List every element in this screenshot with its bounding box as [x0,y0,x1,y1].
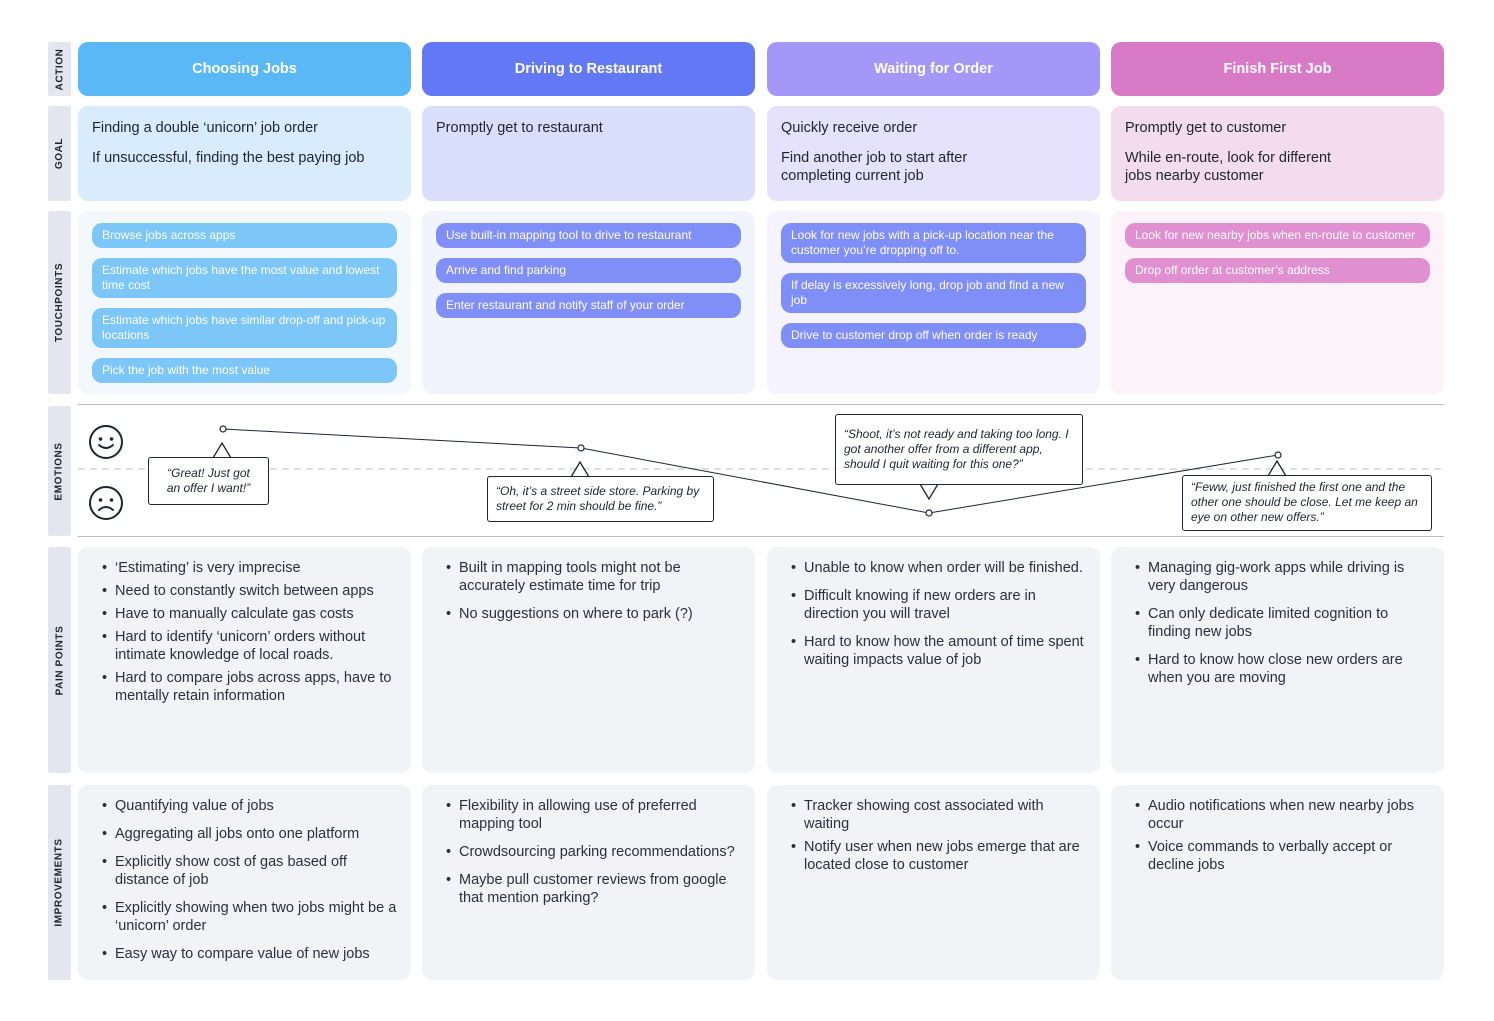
pain-point-item: No suggestions on where to park (?) [444,605,741,623]
touchpoint-pill: Enter restaurant and notify staff of you… [436,293,741,318]
touchpoint-pill: Drop off order at customer’s address [1125,258,1430,283]
pain-points-card-finish-first-job: Managing gig-work apps while driving is … [1111,547,1444,773]
improvements-card-choosing-jobs: Quantifying value of jobs Aggregating al… [78,785,411,980]
improvement-item: Maybe pull customer reviews from google … [444,871,741,907]
sad-face-icon [89,486,123,520]
touchpoint-pill: Estimate which jobs have similar drop-of… [92,308,397,348]
improvements-card-finish-first-job: Audio notifications when new nearby jobs… [1111,785,1444,980]
goal-text: Promptly get to customer [1125,120,1287,136]
improvement-item: Crowdsourcing parking recommendations? [444,843,741,861]
touchpoint-pill: Estimate which jobs have the most value … [92,258,397,298]
improvement-item: Voice commands to verbally accept or dec… [1133,838,1430,874]
pain-point-item: Managing gig-work apps while driving is … [1133,559,1430,595]
action-card-waiting-for-order: Waiting for Order [767,42,1100,96]
improvement-item: Tracker showing cost associated with wai… [789,797,1086,833]
touchpoint-pill: Look for new nearby jobs when en-route t… [1125,223,1430,248]
pain-point-item: Built in mapping tools might not be accu… [444,559,741,595]
touchpoints-card-choosing-jobs: Browse jobs across apps Estimate which j… [78,211,411,394]
happy-face-icon [89,425,123,459]
touchpoint-pill: Look for new jobs with a pick-up locatio… [781,223,1086,263]
touchpoints-card-finish-first-job: Look for new nearby jobs when en-route t… [1111,211,1444,394]
touchpoint-pill: Browse jobs across apps [92,223,397,248]
pain-point-item: Hard to compare jobs across apps, have t… [100,669,397,705]
improvement-item: Easy way to compare value of new jobs [100,945,397,963]
goal-card-choosing-jobs: Finding a double ‘unicorn’ job order If … [78,106,411,201]
row-label-improvements: IMPROVEMENTS [48,785,71,980]
pain-point-item: Hard to identify ‘unicorn’ orders withou… [100,628,397,664]
pain-point-item: Difficult knowing if new orders are in d… [789,587,1086,623]
row-label-touchpoints: TOUCHPOINTS [48,211,71,394]
goal-text: Finding a double ‘unicorn’ job order [92,120,318,136]
improvements-card-waiting-for-order: Tracker showing cost associated with wai… [767,785,1100,980]
pain-point-item: Have to manually calculate gas costs [100,605,397,623]
action-card-finish-first-job: Finish First Job [1111,42,1444,96]
improvement-item: Explicitly show cost of gas based off di… [100,853,397,889]
pain-point-item: Can only dedicate limited cognition to f… [1133,605,1430,641]
emotions-top-divider [78,404,1444,405]
touchpoints-card-waiting-for-order: Look for new jobs with a pick-up locatio… [767,211,1100,394]
goal-card-finish-first-job: Promptly get to customer While en-route,… [1111,106,1444,201]
action-card-driving-to-restaurant: Driving to Restaurant [422,42,755,96]
goal-text: Find another job to start after completi… [781,150,968,184]
pain-points-card-choosing-jobs: ‘Estimating’ is very imprecise Need to c… [78,547,411,773]
pain-points-card-driving-to-restaurant: Built in mapping tools might not be accu… [422,547,755,773]
pain-point-item: Hard to know how the amount of time spen… [789,633,1086,669]
goal-text: While en-route, look for different jobs … [1125,150,1332,184]
pain-points-card-waiting-for-order: Unable to know when order will be finish… [767,547,1100,773]
goal-card-driving-to-restaurant: Promptly get to restaurant [422,106,755,201]
improvement-item: Aggregating all jobs onto one platform [100,825,397,843]
touchpoint-pill: Use built-in mapping tool to drive to re… [436,223,741,248]
goal-text: If unsuccessful, finding the best paying… [92,150,365,166]
emotions-bottom-divider [78,536,1444,537]
improvement-item: Explicitly showing when two jobs might b… [100,899,397,935]
touchpoint-pill: Arrive and find parking [436,258,741,283]
emotion-quote-driving-to-restaurant: “Oh, it’s a street side store. Parking b… [487,476,714,522]
goal-card-waiting-for-order: Quickly receive order Find another job t… [767,106,1100,201]
goal-text: Quickly receive order [781,120,918,136]
touchpoint-pill: Pick the job with the most value [92,358,397,383]
emotion-quote-waiting-for-order: “Shoot, it’s not ready and taking too lo… [835,414,1083,485]
emotion-quote-finish-first-job: “Feww, just finished the first one and t… [1182,475,1432,531]
row-label-pain-points: PAIN POINTS [48,547,71,773]
row-label-action: ACTION [48,42,71,96]
improvements-card-driving-to-restaurant: Flexibility in allowing use of preferred… [422,785,755,980]
touchpoints-card-driving-to-restaurant: Use built-in mapping tool to drive to re… [422,211,755,394]
row-label-goal: GOAL [48,106,71,201]
row-label-emotions: EMOTIONS [48,406,71,536]
touchpoint-pill: Drive to customer drop off when order is… [781,323,1086,348]
emotion-quote-choosing-jobs: “Great! Just got an offer I want!” [148,457,269,505]
action-card-choosing-jobs: Choosing Jobs [78,42,411,96]
pain-point-item: Hard to know how close new orders are wh… [1133,651,1430,687]
touchpoint-pill: If delay is excessively long, drop job a… [781,273,1086,313]
pain-point-item: ‘Estimating’ is very imprecise [100,559,397,577]
improvement-item: Audio notifications when new nearby jobs… [1133,797,1430,833]
improvement-item: Quantifying value of jobs [100,797,397,815]
pain-point-item: Need to constantly switch between apps [100,582,397,600]
improvement-item: Flexibility in allowing use of preferred… [444,797,741,833]
pain-point-item: Unable to know when order will be finish… [789,559,1086,577]
goal-text: Promptly get to restaurant [436,120,603,136]
improvement-item: Notify user when new jobs emerge that ar… [789,838,1086,874]
